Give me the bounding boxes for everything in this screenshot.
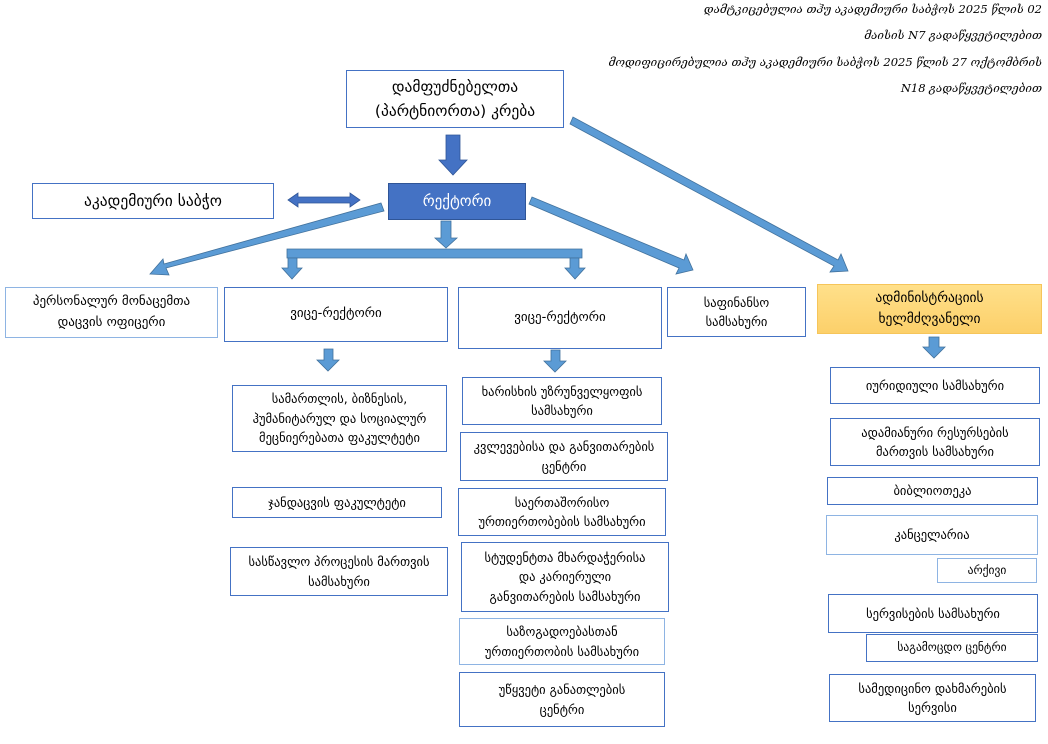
vr2-unit-label: კვლევებისა და განვითარების ცენტრი	[473, 439, 655, 474]
approval-note-line-1: დამტკიცებულია თჰუ აკადემიური საბჭოს 2025…	[703, 2, 1042, 16]
vr1-unit-label: ჯანდაცვის ფაკულტეტი	[268, 494, 406, 510]
admin-unit-medical-service: სამედიცინო დახმარების სერვისი	[829, 674, 1036, 722]
admin-unit-library: ბიბლიოთეკა	[827, 477, 1038, 505]
vr1-unit-label: სასწავლო პროცესის მართვის სამსახური	[248, 554, 430, 589]
arrow-vice-rector-2-down	[543, 349, 567, 373]
founders-assembly-box: დამფუძნებელთა (პარტნიორთა) კრება	[346, 70, 564, 128]
admin-unit-services: სერვისების სამსახური	[828, 594, 1038, 633]
arrow-to-vice-rector-1	[281, 257, 303, 280]
vr2-unit-student-support: სტუდენტთა მხარდაჭერისა და კარიერული განვ…	[461, 542, 669, 612]
vr2-unit-international-relations: საერთაშორისო ურთიერთობების სამსახური	[458, 488, 666, 536]
arrow-rector-down	[433, 220, 459, 249]
vice-rector-1-label: ვიცე-რექტორი	[290, 306, 382, 322]
arrow-vice-rector-1-down	[316, 348, 340, 372]
rector-box: რექტორი	[388, 183, 526, 220]
connector-bar-vice-rectors	[286, 248, 583, 259]
admin-unit-archive: არქივი	[937, 558, 1037, 583]
admin-unit-label: იურიდიული სამსახური	[865, 377, 1005, 393]
vr2-unit-quality-assurance: ხარისხის უზრუნველყოფის სამსახური	[462, 377, 662, 425]
vr1-unit-label: სამართლის, ბიზნესის, ჰუმანიტარულ და სოცი…	[252, 391, 427, 446]
academic-council-box: აკადემიური საბჭო	[32, 183, 274, 219]
admin-unit-label: სამედიცინო დახმარების სერვისი	[858, 680, 1007, 715]
approval-note-line-2: მაისის N7 გადაწყვეტილებით	[864, 28, 1042, 42]
admin-unit-label: არქივი	[967, 562, 1007, 577]
vr2-unit-label: სტუდენტთა მხარდაჭერისა და კარიერული განვ…	[484, 549, 646, 604]
rector-label: რექტორი	[422, 191, 492, 210]
admin-unit-exam-center: საგამოცდო ცენტრი	[866, 634, 1038, 662]
admin-unit-human-resources: ადამიანური რესურსების მართვის სამსახური	[830, 418, 1040, 466]
vr1-unit-law-business-faculty: სამართლის, ბიზნესის, ჰუმანიტარულ და სოცი…	[232, 385, 447, 452]
vice-rector-1-box: ვიცე-რექტორი	[224, 287, 448, 342]
vr2-unit-research-center: კვლევებისა და განვითარების ცენტრი	[460, 432, 668, 481]
arrow-founders-to-rector	[438, 134, 468, 176]
vr1-unit-health-faculty: ჯანდაცვის ფაკულტეტი	[232, 487, 442, 518]
vr1-unit-study-process-service: სასწავლო პროცესის მართვის სამსახური	[230, 547, 448, 596]
arrow-to-vice-rector-2	[564, 257, 586, 280]
vr2-unit-continuing-education: უწყვეტი განათლების ცენტრი	[459, 672, 665, 727]
arrow-rector-to-finance	[528, 196, 694, 275]
admin-unit-label: ადამიანური რესურსების მართვის სამსახური	[861, 424, 1009, 459]
admin-unit-label: კანცელარია	[894, 527, 970, 543]
admin-unit-label: სერვისების სამსახური	[866, 605, 1000, 621]
admin-unit-chancellery: კანცელარია	[826, 515, 1038, 555]
finance-service-label: საფინანსო სამსახური	[703, 294, 770, 329]
admin-head-label: ადმინისტრაციის ხელმძღვანელი	[875, 290, 984, 327]
vr2-unit-label: საზოგადოებასთან ურთიერთობის სამსახური	[484, 624, 640, 659]
academic-council-label: აკადემიური საბჭო	[84, 191, 222, 210]
founders-assembly-label: დამფუძნებელთა (პარტნიორთა) კრება	[374, 77, 536, 120]
data-protection-officer-label: პერსონალურ მონაცემთა დაცვის ოფიცერი	[32, 294, 191, 330]
vr2-unit-label: უწყვეტი განათლების ცენტრი	[498, 682, 626, 717]
data-protection-officer-box: პერსონალურ მონაცემთა დაცვის ოფიცერი	[5, 287, 218, 338]
finance-service-box: საფინანსო სამსახური	[667, 287, 806, 337]
arrow-rector-to-dpo	[149, 202, 385, 276]
vr2-unit-label: ხარისხის უზრუნველყოფის სამსახური	[481, 383, 643, 418]
arrow-admin-head-down	[922, 336, 946, 359]
vice-rector-2-label: ვიცე-რექტორი	[514, 309, 606, 325]
vr2-unit-public-relations: საზოგადოებასთან ურთიერთობის სამსახური	[459, 618, 665, 665]
arrow-council-rector-bidirectional	[287, 192, 361, 208]
admin-unit-label: ბიბლიოთეკა	[893, 483, 972, 499]
approval-note-line-3: მოდიფიცირებულია თჰუ აკადემიური საბჭოს 20…	[608, 55, 1043, 69]
admin-unit-label: საგამოცდო ცენტრი	[897, 640, 1007, 655]
admin-unit-legal-service: იურიდიული სამსახური	[830, 367, 1040, 404]
vr2-unit-label: საერთაშორისო ურთიერთობების სამსახური	[478, 494, 646, 529]
approval-note-line-4: N18 გადაწყვეტილებით	[900, 81, 1042, 95]
admin-head-box: ადმინისტრაციის ხელმძღვანელი	[817, 284, 1042, 334]
vice-rector-2-box: ვიცე-რექტორი	[458, 287, 662, 349]
arrow-founders-to-admin-head	[569, 116, 849, 273]
